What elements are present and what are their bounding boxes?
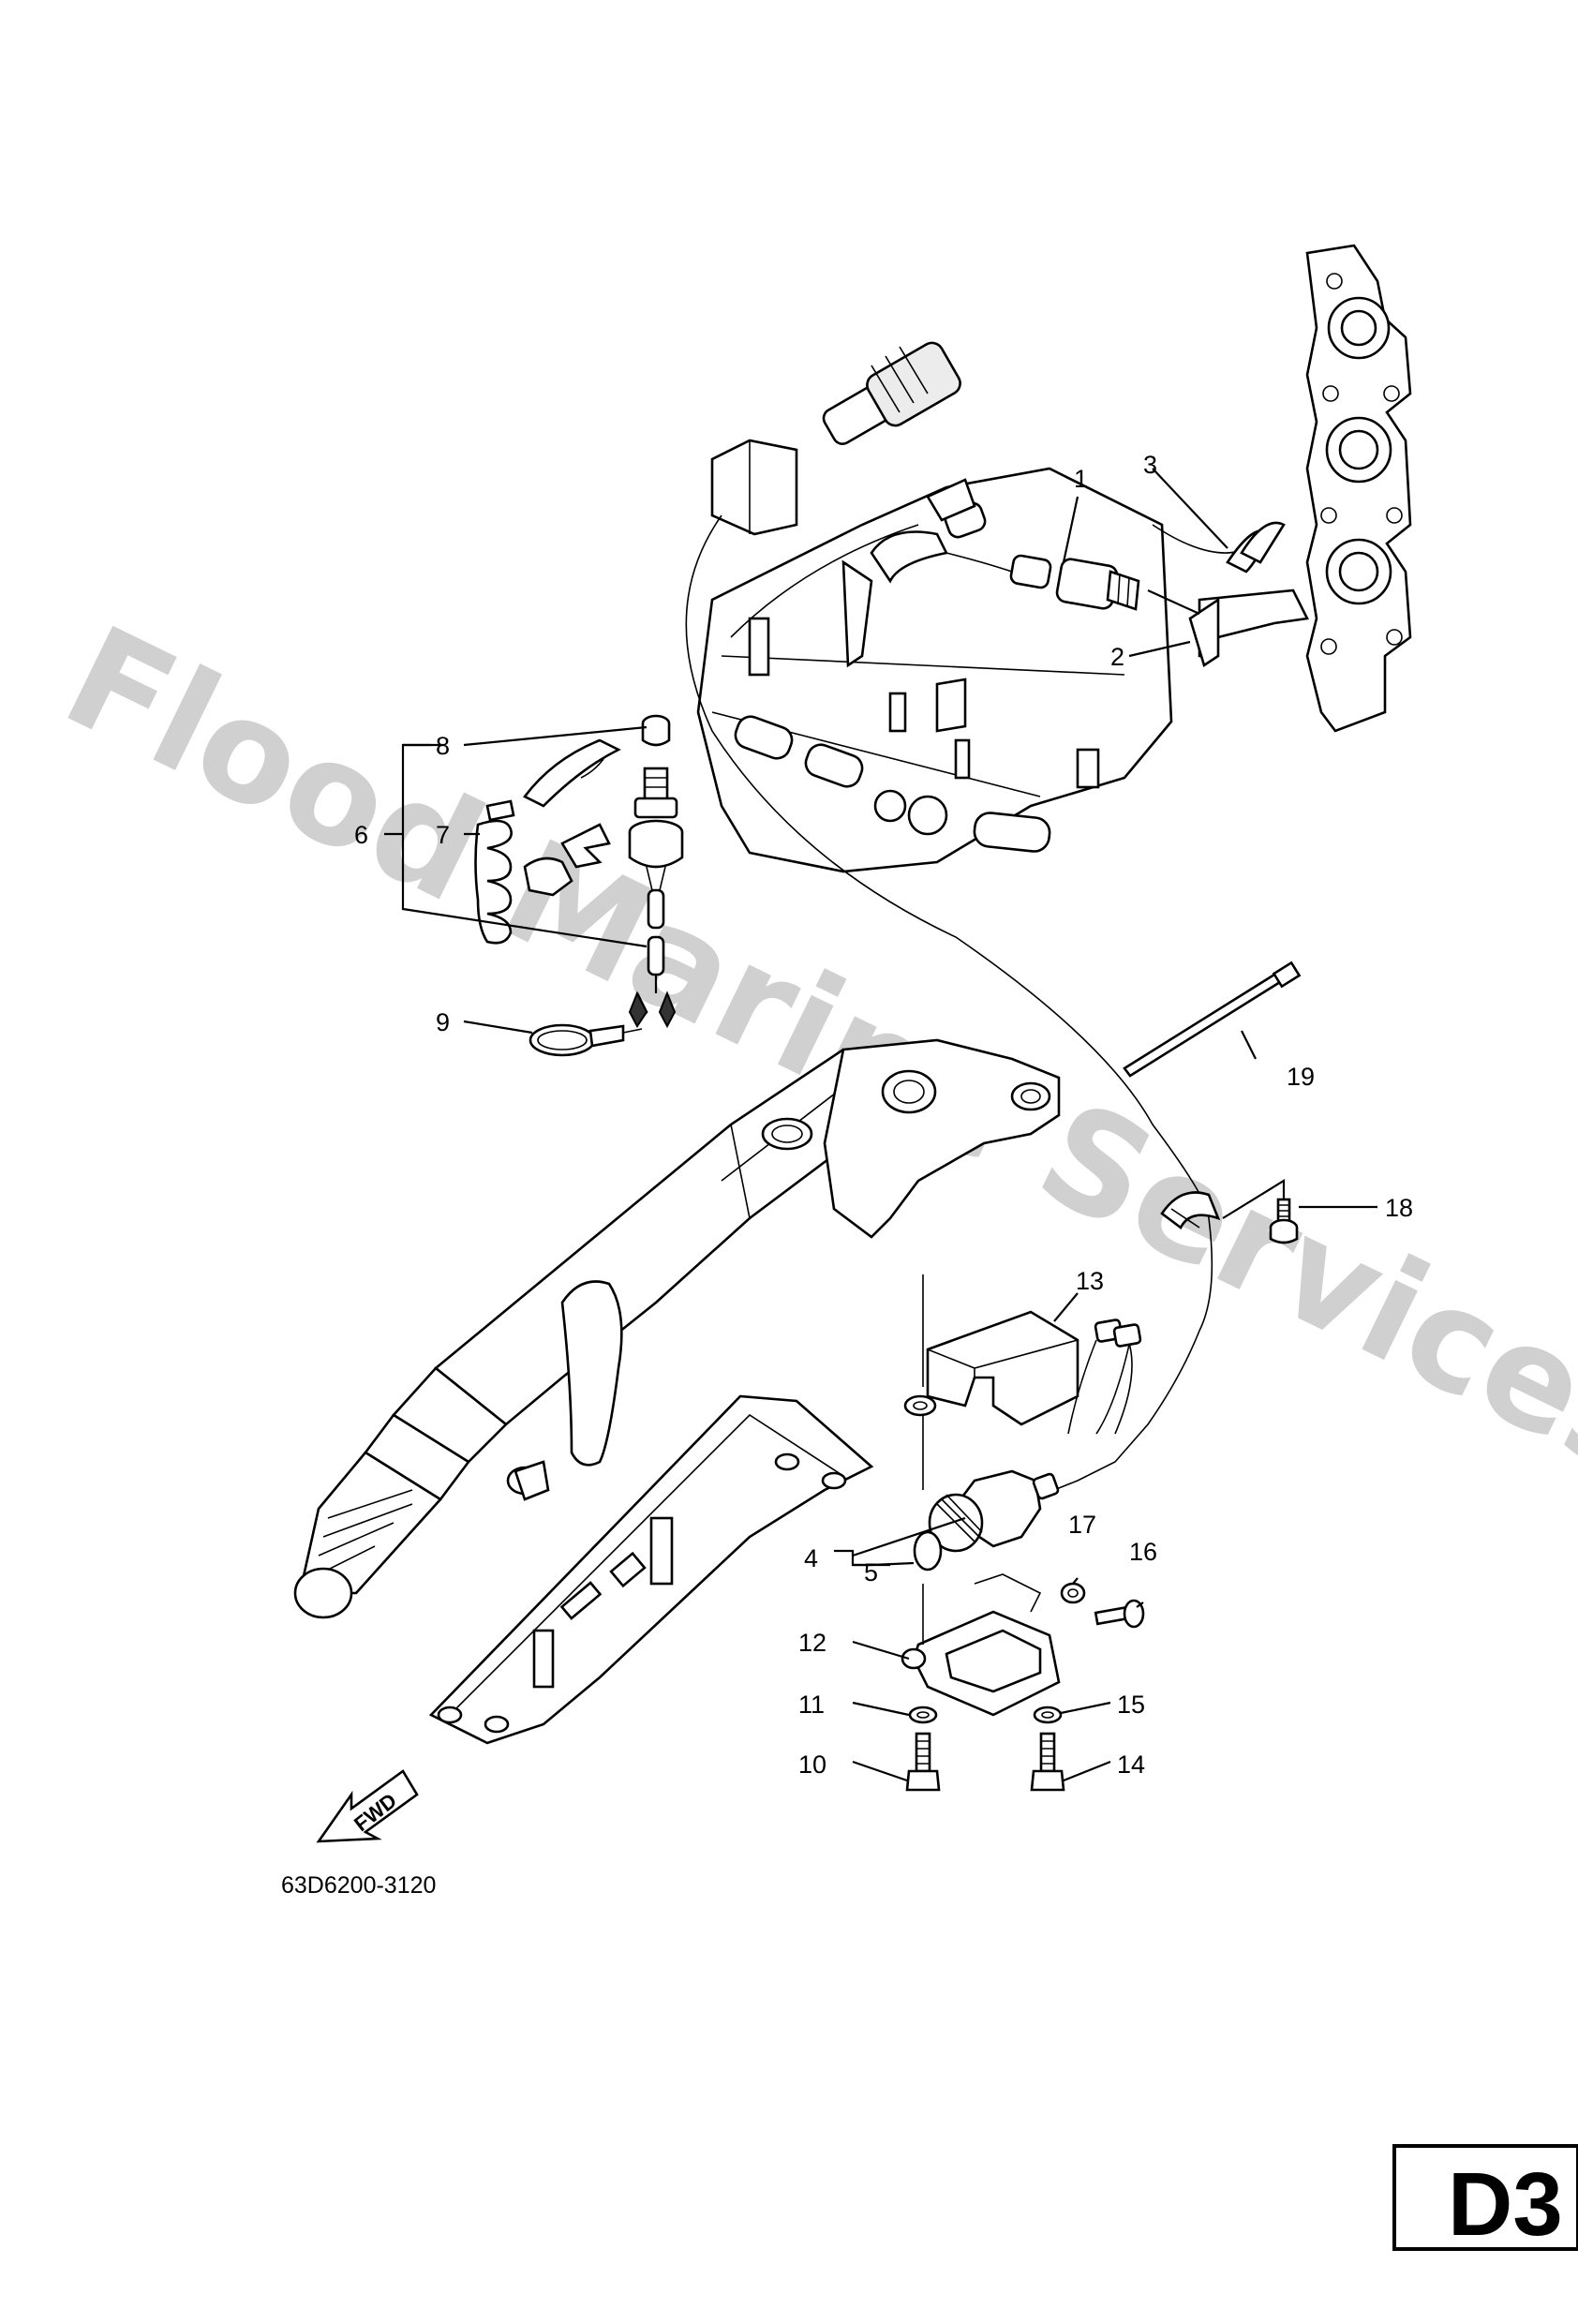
callout-4: 4 xyxy=(804,1544,818,1572)
callout-2: 2 xyxy=(1110,643,1124,671)
callout-14: 14 xyxy=(1117,1750,1145,1779)
cable-tie-part-19 xyxy=(1123,961,1302,1078)
callout-labels: 1 2 3 4 5 6 7 8 9 10 11 12 13 14 15 16 1… xyxy=(354,451,1413,1779)
washer-part-11 xyxy=(908,1706,938,1724)
wire-harness-lead xyxy=(685,514,1213,1514)
washer-part-15 xyxy=(1033,1706,1063,1724)
cover-part-13 xyxy=(926,1310,1142,1435)
bottom-cowling xyxy=(696,467,1275,873)
washer-part-17 xyxy=(1060,1582,1086,1604)
callout-13: 13 xyxy=(1076,1267,1104,1295)
callout-16: 16 xyxy=(1129,1538,1157,1566)
stop-switch-part-1 xyxy=(870,478,1140,611)
stop-switch-part-4 xyxy=(913,1469,1060,1572)
callout-17: 17 xyxy=(1068,1511,1096,1539)
screw-part-14 xyxy=(1030,1732,1065,1792)
callout-7: 7 xyxy=(436,821,450,849)
page-badge: D3 xyxy=(1392,2144,1578,2255)
callout-9: 9 xyxy=(436,1008,450,1036)
callout-18: 18 xyxy=(1385,1194,1413,1222)
screw-part-10 xyxy=(905,1732,941,1792)
callout-3: 3 xyxy=(1143,451,1157,479)
stop-switch-bracket-part-2 xyxy=(1188,588,1309,668)
callout-8: 8 xyxy=(436,732,450,760)
callout-1: 1 xyxy=(1074,465,1088,493)
callout-5: 5 xyxy=(864,1558,878,1587)
bottom-mount-plate xyxy=(428,1394,874,1745)
mounting-tab xyxy=(903,1394,937,1417)
callout-11: 11 xyxy=(798,1691,825,1719)
exhaust-manifold-gasket xyxy=(1305,244,1412,733)
emergency-switch-plug xyxy=(628,767,684,1029)
callout-6: 6 xyxy=(354,821,368,849)
diagram-code: 63D6200-3120 xyxy=(281,1872,436,1899)
steering-handle xyxy=(293,1038,1061,1619)
cap-part-8 xyxy=(641,714,671,747)
fwd-arrow-icon: FWD xyxy=(316,1769,419,1843)
callout-15: 15 xyxy=(1117,1691,1145,1719)
wire-harness-connector xyxy=(710,341,961,536)
callout-10: 10 xyxy=(798,1750,826,1779)
cable-tie-part-9 xyxy=(528,1023,643,1057)
callout-12: 12 xyxy=(798,1629,826,1657)
switch-bracket-part-12 xyxy=(901,1573,1061,1717)
screw-part-16 xyxy=(1094,1599,1145,1629)
lanyard-clip-part-7 xyxy=(474,738,621,945)
harness-clamp xyxy=(1160,1191,1221,1229)
page-badge-label: D3 xyxy=(1448,2154,1563,2255)
leader-lines xyxy=(384,468,1377,1782)
clip-part-3 xyxy=(1226,521,1286,574)
callout-19: 19 xyxy=(1287,1063,1315,1091)
